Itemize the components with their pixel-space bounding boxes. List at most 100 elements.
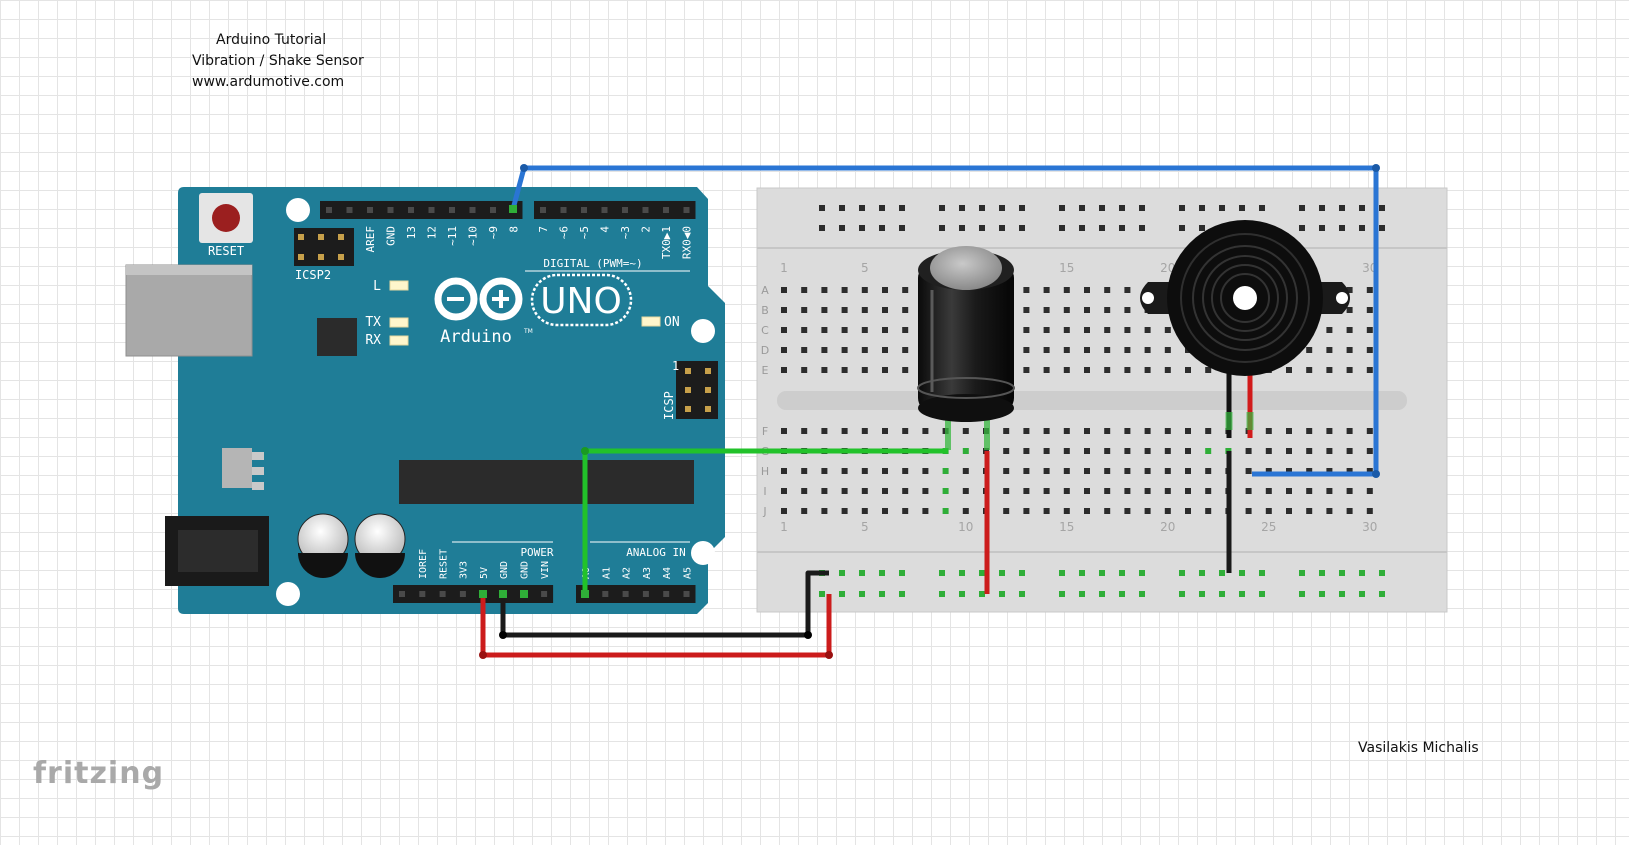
breadboard-hole — [1164, 488, 1171, 494]
breadboard-hole — [1043, 287, 1050, 293]
breadboard-hole — [1099, 591, 1105, 597]
breadboard-hole — [962, 488, 969, 494]
board-pcb — [178, 187, 725, 614]
breadboard-hole — [1003, 508, 1010, 514]
breadboard-hole — [841, 347, 848, 353]
breadboard-hole — [1124, 347, 1131, 353]
breadboard-hole — [1084, 488, 1090, 494]
breadboard-hole — [1205, 367, 1212, 373]
breadboard-hole — [1319, 570, 1325, 576]
breadboard-hole — [1084, 428, 1090, 434]
breadboard-hole — [781, 428, 787, 434]
breadboard-hole — [819, 591, 825, 597]
breadboard-hole — [1366, 327, 1373, 333]
breadboard-hole — [1319, 225, 1325, 231]
breadboard-hole — [1299, 225, 1305, 231]
breadboard-hole — [1346, 468, 1353, 474]
breadboard-hole — [1084, 307, 1090, 313]
breadboard-column-number: 15 — [1059, 520, 1074, 534]
breadboard-hole — [801, 307, 808, 313]
breadboard-hole — [899, 205, 905, 211]
breadboard-hole — [942, 488, 949, 494]
breadboard-hole — [1019, 225, 1025, 231]
header-pin — [601, 207, 608, 213]
breadboard-hole — [1063, 367, 1070, 373]
header-pin — [602, 591, 609, 597]
breadboard-hole — [1359, 591, 1365, 597]
breadboard-hole — [801, 508, 808, 514]
breadboard-hole — [939, 205, 945, 211]
header-pin — [541, 591, 548, 597]
digital-pin-label: ~5 — [578, 226, 591, 239]
breadboard-hole — [1326, 488, 1333, 494]
breadboard-hole — [1339, 225, 1345, 231]
breadboard-hole — [882, 428, 888, 434]
breadboard-hole — [1059, 570, 1065, 576]
fritzing-logo: fritzing — [33, 756, 165, 791]
breadboard-hole — [879, 205, 885, 211]
breadboard-hole — [902, 488, 909, 494]
title-line-1: Arduino Tutorial — [216, 32, 327, 48]
breadboard-hole — [1366, 307, 1373, 313]
breadboard-hole — [1259, 591, 1265, 597]
breadboard-hole — [1219, 591, 1225, 597]
breadboard-hole — [1099, 570, 1105, 576]
breadboard-row-label: F — [762, 425, 768, 438]
mounting-hole — [691, 319, 715, 343]
breadboard-hole — [1063, 488, 1070, 494]
breadboard-hole — [1245, 488, 1252, 494]
breadboard-hole — [962, 468, 969, 474]
breadboard-hole — [841, 287, 848, 293]
breadboard-hole — [861, 468, 868, 474]
digital-pin-label: 4 — [599, 226, 612, 233]
digital-pin-label: TX0▶1 — [660, 226, 673, 259]
digital-pin-label: 2 — [640, 226, 653, 233]
breadboard-hole — [1023, 468, 1030, 474]
breadboard-hole — [821, 468, 828, 474]
header-pin — [367, 207, 373, 213]
icsp-header — [676, 361, 718, 419]
breadboard-hole — [1164, 508, 1171, 514]
breadboard-hole — [1023, 287, 1030, 293]
breadboard-hole — [1063, 327, 1070, 333]
analog-pin-label: A4 — [662, 567, 673, 579]
breadboard-column-number: 1 — [780, 520, 788, 534]
breadboard-hole — [1084, 287, 1090, 293]
breadboard-hole — [1179, 591, 1185, 597]
breadboard-hole — [1286, 428, 1292, 434]
digital-label: DIGITAL (PWM=~) — [543, 257, 642, 270]
breadboard-hole — [1043, 347, 1050, 353]
breadboard-hole — [1179, 225, 1185, 231]
breadboard-hole — [1144, 327, 1151, 333]
breadboard-hole — [1346, 367, 1353, 373]
breadboard-hole — [801, 367, 808, 373]
breadboard-hole — [1019, 205, 1025, 211]
breadboard-hole — [902, 347, 909, 353]
header-pin — [642, 207, 649, 213]
breadboard-hole — [821, 347, 828, 353]
mounting-hole — [276, 582, 300, 606]
breadboard-hole — [922, 488, 929, 494]
breadboard-hole — [1359, 570, 1365, 576]
breadboard-hole — [801, 347, 808, 353]
breadboard-hole — [1063, 347, 1070, 353]
breadboard: ABCDEFGHIJ115510101515202025253030 — [756, 187, 1448, 613]
power-header — [393, 585, 554, 603]
breadboard-hole — [1139, 205, 1145, 211]
arduino-logo: UNO Arduino TM — [434, 273, 633, 347]
breadboard-hole — [1179, 205, 1185, 211]
breadboard-hole — [1346, 428, 1353, 434]
breadboard-hole — [902, 468, 909, 474]
breadboard-hole — [781, 488, 787, 494]
breadboard-hole — [999, 205, 1005, 211]
header-pin — [387, 207, 394, 213]
breadboard-hole — [859, 205, 865, 211]
breadboard-hole — [882, 287, 888, 293]
breadboard-hole — [1219, 570, 1225, 576]
digital-pin-label: ~9 — [487, 226, 500, 239]
breadboard-hole — [1306, 367, 1313, 373]
electrolytic-capacitor — [917, 246, 1015, 450]
breadboard-hole — [781, 287, 787, 293]
breadboard-hole — [801, 488, 808, 494]
breadboard-hole — [1139, 225, 1145, 231]
